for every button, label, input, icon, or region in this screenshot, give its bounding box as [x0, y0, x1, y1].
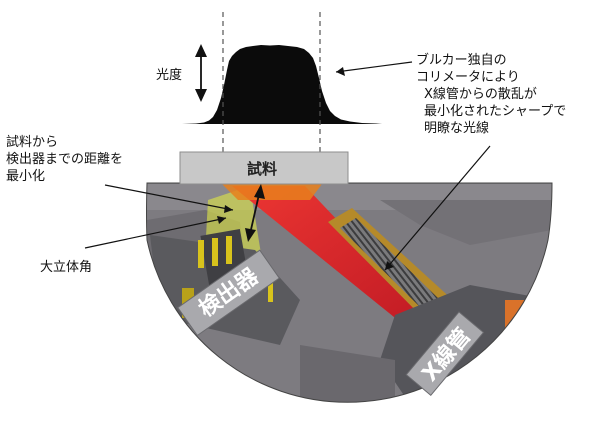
distance-line: 最小化 [6, 169, 46, 184]
leader-lines [84, 61, 491, 271]
solid-angle-label: 大立体角 [40, 260, 93, 275]
xray-beam [232, 186, 430, 330]
collimator-line: ブルカー独自の [416, 53, 507, 68]
beam-intensity-profile [182, 45, 382, 124]
intensity-label: 光度 [156, 68, 183, 83]
distance-line: 試料から [6, 135, 59, 150]
collimator-line: 最小化されたシャープで [424, 104, 567, 119]
beam-spread-zone [222, 184, 322, 200]
sharp-beam-leader [384, 145, 491, 271]
collimator-line: コリメータにより [416, 70, 520, 85]
detector-label-block [177, 249, 280, 337]
distance-line: 検出器までの距離を [6, 152, 124, 167]
collimator-line: 明瞭な光線 [424, 121, 490, 136]
collimator-leader [335, 61, 413, 73]
collimator-annotation: ブルカー独自の コリメータにより X線管からの散乱が 最小化されたシャープで 明… [416, 52, 566, 137]
sample-block [179, 151, 349, 185]
distance-double-arrow [245, 184, 265, 242]
intensity-double-arrow [195, 44, 207, 102]
distance-leader [104, 184, 234, 211]
solid-angle-leader [84, 217, 227, 249]
distance-annotation: 試料から 検出器までの距離を 最小化 [6, 134, 123, 185]
sample-label: 試料 [247, 160, 277, 178]
instrument-outline [146, 182, 553, 403]
xray-tube-label-block [405, 311, 485, 396]
collimator-line: X線管からの散乱が [424, 87, 537, 102]
